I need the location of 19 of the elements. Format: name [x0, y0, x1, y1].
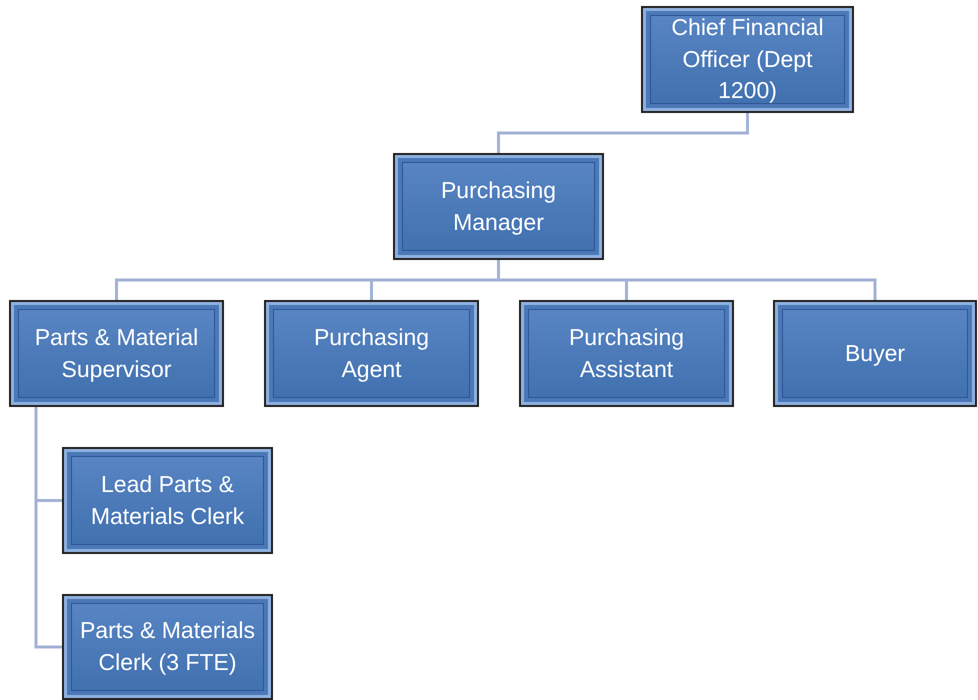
- position-title: Chief Financial Officer (Dept 1200): [670, 12, 825, 106]
- org-chart-box: [773, 300, 977, 407]
- org-chart-box: [62, 447, 273, 554]
- position-title: Purchasing Agent: [312, 322, 430, 384]
- position-title: Purchasing Assistant: [568, 322, 686, 384]
- connector-line: [34, 407, 62, 648]
- position-title: Purchasing Manager: [440, 176, 558, 237]
- org-chart-box: [393, 153, 604, 260]
- org-chart-box: [62, 594, 273, 700]
- org-chart-box: [519, 300, 734, 407]
- position-title: Parts & Materials Clerk (3 FTE): [78, 616, 256, 677]
- org-chart-box: [9, 300, 224, 407]
- connector-line: [497, 260, 876, 300]
- position-title: Lead Parts & Materials Clerk: [90, 470, 246, 530]
- org-chart-box: [641, 6, 854, 113]
- connector-line: [497, 113, 749, 153]
- org-chart-box: [264, 300, 479, 407]
- position-title: Buyer: [844, 338, 906, 368]
- position-title: Parts & Material Supervisor: [34, 322, 200, 384]
